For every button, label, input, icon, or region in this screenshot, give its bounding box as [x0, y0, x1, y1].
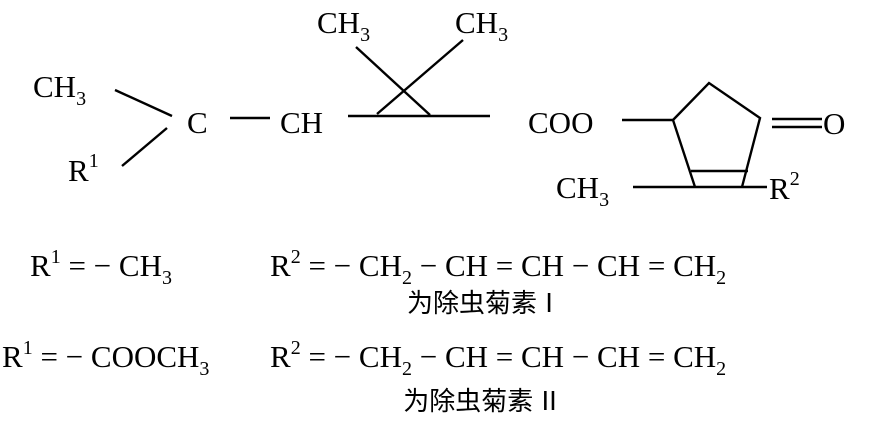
cyclopentane-ring [671, 81, 762, 188]
definition-1-r1: R1 = − CH3 [30, 246, 172, 289]
bonds [114, 39, 822, 189]
cyclopropane-edge-2 [376, 39, 464, 115]
cyclopropane-edge-1 [355, 46, 431, 116]
definition-2-r2: R2 = − CH2 − CH = CH − CH = CH2 [270, 337, 726, 380]
label-r1: R1 [68, 150, 99, 188]
label-oxygen: O [823, 106, 845, 141]
label-c: C [187, 105, 208, 140]
label-ch3-top-left: CH3 [317, 5, 370, 46]
definition-2-r1: R1 = − COOCH3 [2, 337, 209, 380]
label-r2: R2 [769, 168, 800, 206]
label-ch3-top-right: CH3 [455, 5, 508, 46]
definition-1-r2: R2 = − CH2 − CH = CH − CH = CH2 [270, 246, 726, 289]
label-ch3-ring: CH3 [556, 170, 609, 211]
label-ch: CH [280, 105, 323, 140]
label-coo: COO [528, 105, 593, 140]
definition-2-name: 为除虫菊素 II [403, 387, 557, 417]
bond-ch3-c [114, 88, 173, 118]
label-ch3-left: CH3 [33, 69, 86, 110]
bond-r1-c [121, 127, 168, 167]
definition-1-name: 为除虫菊素 I [407, 289, 553, 319]
